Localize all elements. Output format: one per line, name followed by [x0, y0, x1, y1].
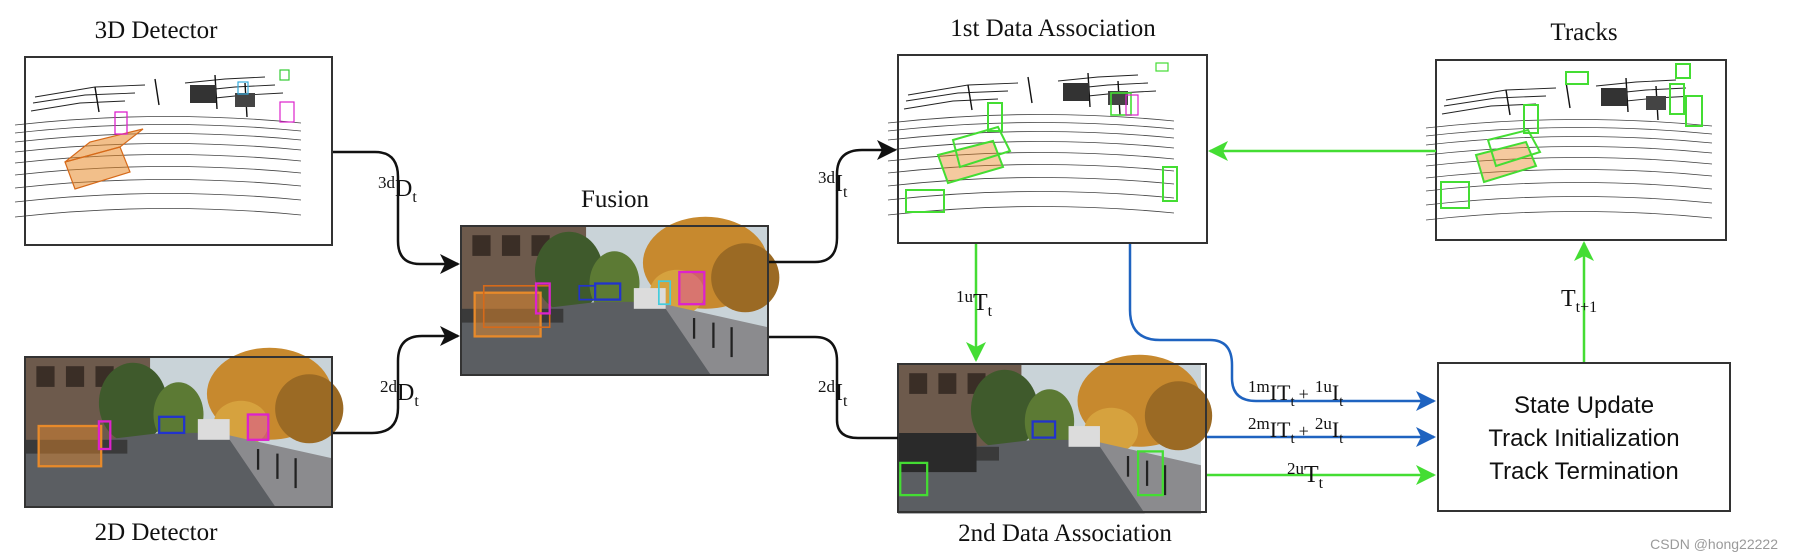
- panel-fusion: [459, 215, 781, 377]
- state-update-box: [1437, 362, 1731, 512]
- state-update-line: State Update: [1514, 392, 1654, 419]
- fusion-box-car: [473, 291, 542, 338]
- assoc2-box-bluecar: [1031, 420, 1057, 439]
- watermark: CSDN @hong22222: [1650, 536, 1778, 552]
- arrow-fusion-to-assoc2: [769, 335, 898, 440]
- assoc1-box-car-track: [936, 125, 1012, 185]
- detection-box-far2-3d: [279, 69, 290, 81]
- track-box-car-green: [1474, 128, 1542, 184]
- assoc1-box-bottom: [905, 189, 945, 213]
- track-box-right2: [1685, 95, 1703, 127]
- frame-2d-detector: [24, 356, 333, 508]
- title-2d-detector: 2D Detector: [95, 519, 219, 546]
- panel-1st-data-association: [887, 54, 1178, 218]
- panel-2d-detector: [23, 346, 345, 508]
- assoc2-box-right: [1136, 450, 1164, 497]
- label-3d-detections: 3dDt: [378, 173, 417, 206]
- frame-1st-data-association: [897, 54, 1208, 244]
- fusion-box-cyclist: [678, 270, 706, 306]
- label-unmatched-tracks-2: 2uTt: [1287, 459, 1324, 492]
- detection-box-car-3d: [64, 128, 144, 190]
- track-box-far2: [1675, 63, 1691, 79]
- detection-box-cyclist-2d: [246, 413, 270, 441]
- arrow-2d-detector-to-fusion: [333, 326, 460, 435]
- label-3d-instances: 3dIt: [818, 168, 848, 201]
- title-3d-detector: 3D Detector: [95, 17, 219, 44]
- detection-box-ped-2d: [97, 420, 112, 451]
- track-box-right1: [1669, 83, 1685, 115]
- assoc2-box-left: [899, 461, 929, 497]
- track-box-far1: [1565, 71, 1589, 85]
- fusion-box-ped: [534, 282, 551, 315]
- title-tracks: Tracks: [1550, 19, 1617, 46]
- title-2nd-data-association: 2nd Data Association: [958, 520, 1172, 547]
- track-initialization-line: Track Initialization: [1488, 425, 1679, 452]
- detection-box-far-3d: [237, 81, 249, 95]
- detection-box-cyc-3d: [279, 101, 295, 123]
- arrow-assoc1-to-state: [1128, 244, 1436, 411]
- arrow-fusion-to-assoc1: [769, 140, 897, 264]
- fusion-box-bluecar2: [578, 284, 597, 301]
- fusion-box-cyan: [657, 280, 672, 306]
- assoc1-box-far-cyc: [1125, 94, 1139, 116]
- assoc1-box-top: [1155, 62, 1169, 72]
- panel-tracks: [1425, 59, 1713, 223]
- track-termination-line: Track Termination: [1489, 458, 1678, 485]
- detection-box-bluecar-2d: [158, 415, 186, 435]
- assoc1-box-ped: [987, 102, 1003, 132]
- title-1st-data-association: 1st Data Association: [950, 15, 1156, 42]
- frame-fusion: [460, 225, 769, 376]
- arrow-3d-detector-to-fusion: [333, 150, 460, 274]
- label-unmatched-tracks-1: 1uTt: [956, 287, 993, 320]
- detection-box-ped-3d: [114, 111, 128, 135]
- panel-3d-detector: [14, 56, 302, 220]
- label-2d-instances: 2dIt: [818, 377, 848, 410]
- title-fusion: Fusion: [581, 186, 650, 213]
- track-box-ped: [1523, 104, 1539, 134]
- label-2d-detections: 2dDt: [380, 377, 419, 410]
- track-box-bottom: [1440, 181, 1470, 209]
- label-assoc1-output: 1mITt+1uIt: [1248, 377, 1344, 410]
- assoc1-box-far: [1110, 92, 1132, 116]
- assoc1-box-right: [1162, 166, 1178, 202]
- panel-2nd-data-association: [896, 353, 1214, 515]
- frame-3d-detector: [24, 56, 333, 246]
- label-assoc2-output: 2mITt+2uIt: [1248, 414, 1344, 447]
- label-tracks-next: Tt+1: [1561, 286, 1597, 316]
- detection-box-car-2d: [37, 424, 103, 468]
